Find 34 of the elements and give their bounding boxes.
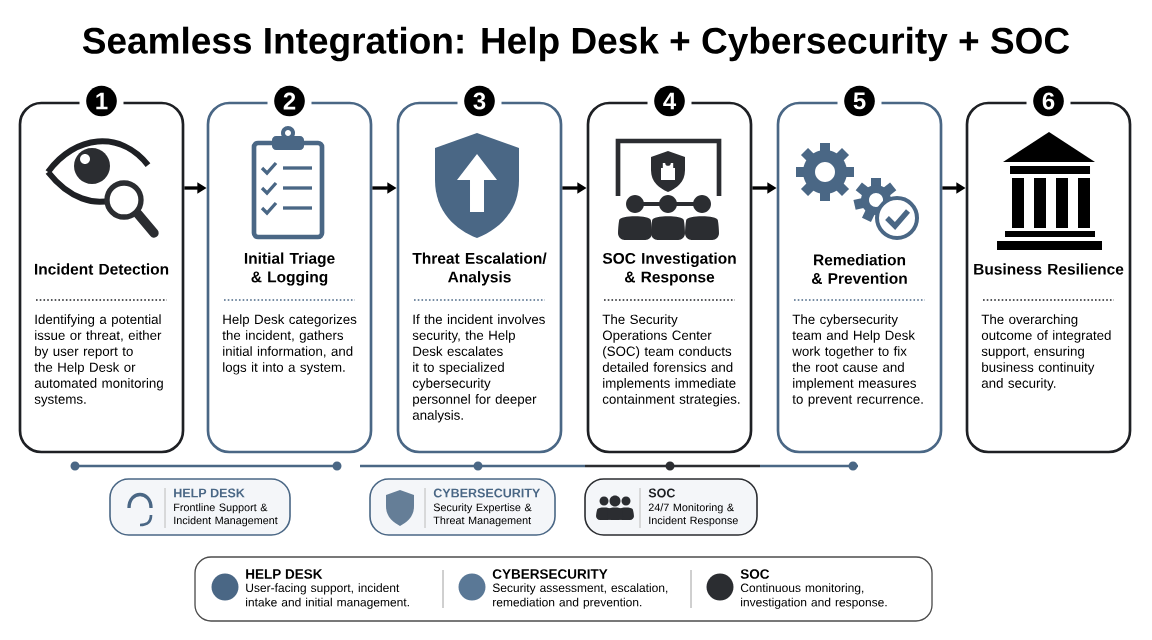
legend-label: HELP DESK — [246, 569, 323, 579]
team-badge — [584, 478, 758, 536]
step-description: If the incident involves security, the Help Desk escalates it to specialized cybersecurity personnel for deeper analysis. — [412, 314, 545, 423]
step-title: Incident Detection — [35, 263, 169, 275]
step-description: Help Desk categorizes the incident, gathers initial information, and logs it into a system. — [222, 314, 357, 375]
step-description: The Security Operations Center (SOC) team conducts detailed forensics and implements immediate containment strategies. — [602, 314, 740, 407]
team-role: Frontline Support & Incident Management — [174, 503, 278, 527]
step-number: 1 — [86, 85, 117, 117]
legend-label: CYBERSECURITY — [492, 569, 608, 579]
legend-description: User-facing support, incident intake and initial management. — [246, 583, 409, 609]
step-title: Initial Triage & Logging — [244, 252, 335, 286]
team-role: Security Expertise & Threat Management — [433, 503, 532, 527]
step-description: The cybersecurity team and Help Desk work together to fix the root cause and implement measures to prevent recurrence. — [792, 314, 923, 407]
step-description: The overarching outcome of integrated support, ensuring business continuity and security. — [981, 314, 1111, 391]
step-title: Business Resilience — [974, 263, 1124, 275]
step-number: 4 — [654, 85, 685, 117]
step-number: 5 — [844, 85, 875, 117]
step-number: 6 — [1033, 85, 1064, 117]
team-name: SOC — [648, 488, 676, 498]
step-number: 3 — [464, 85, 495, 117]
title: Seamless Integration: Help Desk + Cybersecurity + SOC — [82, 26, 1070, 62]
legend-label: SOC — [740, 569, 770, 579]
team-role: 24/7 Monitoring & Incident Response — [648, 503, 738, 527]
legend-description: Security assessment, escalation, remediation and prevention. — [492, 583, 668, 609]
team-badge — [109, 478, 291, 536]
step-title: Threat Escalation/ Analysis — [412, 252, 547, 286]
team-name: HELP DESK — [174, 488, 245, 498]
legend-description: Continuous monitoring, investigation and response. — [740, 583, 887, 609]
step-title: Remediation & Prevention — [812, 254, 907, 284]
team-badge — [369, 478, 556, 536]
step-number: 2 — [274, 85, 305, 117]
step-description: Identifying a potential issue or threat, either by user report to the Help Desk or automated monitoring systems. — [34, 314, 163, 407]
step-title: SOC Investigation & Response — [602, 252, 736, 286]
team-name: CYBERSECURITY — [433, 488, 541, 498]
